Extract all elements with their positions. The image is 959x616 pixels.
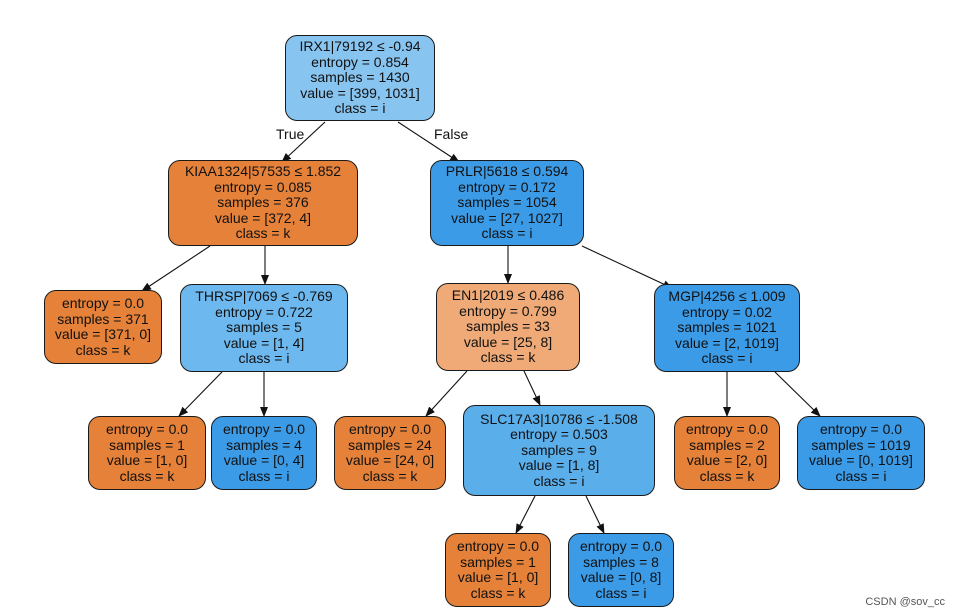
node-class: class = i [238, 467, 290, 484]
node-class: class = i [835, 467, 887, 484]
node-class: class = k [470, 584, 526, 601]
node-class: class = i [334, 100, 386, 117]
node-class: class = k [480, 349, 536, 366]
edge-en1-leaf24k [425, 370, 468, 417]
node-entropy: entropy = 0.0 [222, 421, 306, 437]
node-en1: EN1|2019 ≤ 0.486 entropy = 0.799 samples… [436, 283, 580, 371]
node-samples: samples = 1021 [677, 319, 777, 336]
node-split: IRX1|79192 ≤ -0.94 [299, 38, 421, 55]
node-class: class = i [595, 584, 647, 601]
node-kiaa1324: KIAA1324|57535 ≤ 1.852 entropy = 0.085 s… [168, 160, 358, 246]
node-value: value = [2, 1019] [675, 334, 779, 351]
node-samples: samples = 371 [57, 310, 149, 327]
watermark: CSDN @sov_cc [865, 596, 945, 608]
node-samples: samples = 376 [217, 194, 309, 211]
node-split: KIAA1324|57535 ≤ 1.852 [184, 163, 342, 180]
node-leaf-1-k-b: entropy = 0.0 samples = 1 value = [1, 0]… [445, 533, 551, 607]
node-class: class = i [533, 472, 585, 489]
node-value: value = [24, 0] [345, 452, 435, 468]
node-value: value = [0, 1019] [809, 452, 913, 468]
node-entropy: entropy = 0.0 [685, 421, 769, 437]
node-leaf-4-i: entropy = 0.0 samples = 4 value = [0, 4]… [211, 416, 317, 490]
node-entropy: entropy = 0.085 [214, 178, 312, 195]
node-class: class = k [119, 467, 175, 484]
node-leaf-1019-i: entropy = 0.0 samples = 1019 value = [0,… [797, 416, 925, 490]
node-value: value = [27, 1027] [451, 209, 563, 226]
edge-prlr-mgp [581, 245, 673, 289]
node-prlr: PRLR|5618 ≤ 0.594 entropy = 0.172 sample… [430, 160, 584, 246]
node-thrsp: THRSP|7069 ≤ -0.769 entropy = 0.722 samp… [180, 284, 348, 372]
node-samples: samples = 1019 [811, 436, 911, 453]
node-samples: samples = 24 [348, 436, 432, 453]
node-samples: samples = 1054 [457, 194, 557, 211]
node-entropy: entropy = 0.799 [459, 302, 557, 319]
node-split: EN1|2019 ≤ 0.486 [451, 287, 565, 304]
node-value: value = [371, 0] [54, 326, 152, 342]
node-value: value = [25, 8] [463, 333, 553, 350]
node-class: class = k [235, 225, 291, 242]
node-entropy: entropy = 0.0 [579, 538, 663, 554]
node-value: value = [1, 0] [457, 569, 539, 585]
node-entropy: entropy = 0.0 [105, 421, 189, 437]
edge-label-false: False [434, 126, 469, 142]
node-value: value = [372, 4] [214, 209, 312, 226]
node-entropy: entropy = 0.0 [61, 295, 145, 311]
node-class: class = i [238, 350, 290, 367]
node-entropy: entropy = 0.172 [458, 178, 556, 195]
node-samples: samples = 1 [109, 436, 185, 453]
node-root: IRX1|79192 ≤ -0.94 entropy = 0.854 sampl… [285, 35, 435, 121]
node-leaf-24-k: entropy = 0.0 samples = 24 value = [24, … [334, 416, 446, 490]
node-leaf-2-k: entropy = 0.0 samples = 2 value = [2, 0]… [674, 416, 780, 490]
node-entropy: entropy = 0.503 [510, 426, 608, 443]
node-entropy: entropy = 0.0 [456, 538, 540, 554]
edge-thrsp-leaf1k [178, 371, 223, 417]
node-class: class = k [75, 341, 131, 358]
node-mgp: MGP|4256 ≤ 1.009 entropy = 0.02 samples … [654, 284, 800, 372]
node-samples: samples = 33 [466, 318, 550, 335]
node-entropy: entropy = 0.0 [819, 421, 903, 437]
edges [141, 121, 821, 534]
edge-root-prlr [397, 121, 460, 163]
node-leaf-8-i: entropy = 0.0 samples = 8 value = [0, 8]… [568, 533, 674, 607]
edge-root-kiaa [281, 121, 326, 163]
node-entropy: entropy = 0.722 [215, 303, 313, 320]
node-samples: samples = 1430 [310, 69, 410, 86]
node-leaf-371: entropy = 0.0 samples = 371 value = [371… [44, 290, 162, 364]
node-samples: samples = 2 [689, 436, 765, 453]
edge-en1-slc [523, 370, 541, 406]
node-entropy: entropy = 0.854 [311, 53, 409, 70]
node-value: value = [1, 4] [223, 334, 305, 351]
node-split: SLC17A3|10786 ≤ -1.508 [480, 410, 638, 427]
edge-label-true: True [276, 126, 305, 142]
node-split: MGP|4256 ≤ 1.009 [668, 288, 786, 305]
node-split: PRLR|5618 ≤ 0.594 [445, 163, 569, 180]
node-entropy: entropy = 0.02 [682, 303, 772, 320]
node-value: value = [2, 0] [686, 452, 768, 468]
node-class: class = i [481, 225, 533, 242]
node-class: class = k [362, 467, 418, 484]
node-value: value = [1, 8] [518, 457, 600, 474]
node-value: value = [0, 8] [580, 569, 662, 585]
edge-slc-leaf8i [585, 495, 605, 534]
node-split: THRSP|7069 ≤ -0.769 [195, 288, 333, 305]
node-samples: samples = 9 [521, 441, 597, 458]
edge-slc-leaf1k [515, 495, 536, 534]
edge-kiaa-leaf371 [141, 245, 211, 292]
node-value: value = [0, 4] [223, 452, 305, 468]
node-leaf-1-k: entropy = 0.0 samples = 1 value = [1, 0]… [88, 416, 206, 490]
node-class: class = i [701, 350, 753, 367]
node-value: value = [399, 1031] [300, 84, 420, 101]
node-samples: samples = 5 [226, 319, 302, 336]
node-class: class = k [699, 467, 755, 484]
node-samples: samples = 4 [226, 436, 302, 453]
node-slc17a3: SLC17A3|10786 ≤ -1.508 entropy = 0.503 s… [463, 405, 655, 496]
edge-mgp-leaf1019i [774, 371, 821, 417]
node-entropy: entropy = 0.0 [348, 421, 432, 437]
node-samples: samples = 8 [583, 553, 659, 570]
node-value: value = [1, 0] [106, 452, 188, 468]
node-samples: samples = 1 [460, 553, 536, 570]
